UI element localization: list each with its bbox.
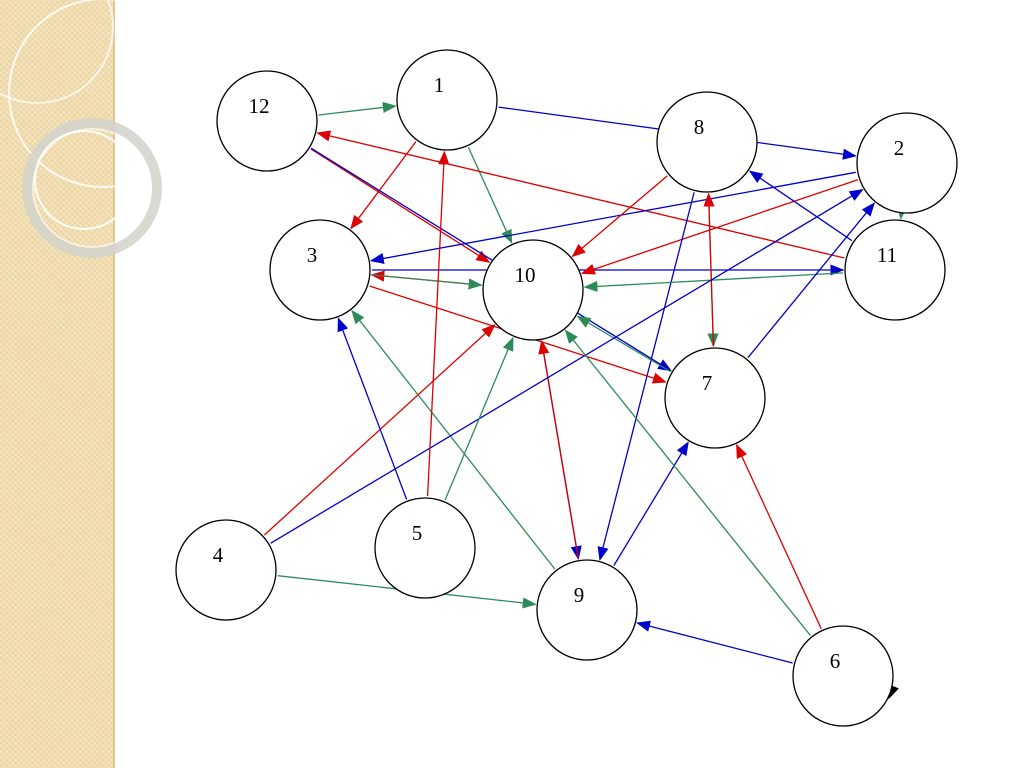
edge-9-to-3 — [351, 309, 556, 570]
node-label-3: 3 — [307, 243, 318, 267]
edge-11-to-8 — [748, 170, 853, 242]
node-label-4: 4 — [213, 543, 224, 567]
edge-5-to-1 — [426, 150, 450, 497]
node-label-1: 1 — [434, 73, 445, 97]
edge-7-to-10 — [576, 315, 671, 373]
node-4: 4 — [175, 519, 277, 621]
edge-2-to-10 — [580, 179, 859, 275]
node-circle-11 — [844, 219, 946, 321]
node-11: 11 — [844, 219, 946, 321]
node-label-11: 11 — [877, 243, 897, 267]
node-2: 2 — [856, 112, 958, 214]
edge-5-to-3 — [337, 317, 408, 500]
node-circle-4 — [175, 519, 277, 621]
node-circle-6 — [792, 625, 894, 727]
node-circle-3 — [269, 219, 371, 321]
edge-12-to-1 — [318, 101, 397, 116]
node-circle-10 — [482, 239, 584, 341]
node-9: 9 — [536, 559, 638, 661]
node-8: 8 — [656, 91, 758, 193]
node-label-5: 5 — [412, 521, 423, 545]
edge-2-to-3 — [369, 171, 856, 264]
edge-4-to-2 — [270, 188, 864, 544]
edge-1-to-10 — [467, 147, 513, 244]
edge-5-to-10 — [444, 336, 514, 501]
edge-11-to-10 — [583, 272, 844, 292]
edge-12-to-10 — [310, 148, 491, 263]
decorative-ring — [22, 118, 162, 258]
edge-1-to-3 — [350, 141, 417, 230]
edges-layer — [263, 101, 908, 700]
node-10: 10 — [482, 239, 584, 341]
node-circle-1 — [396, 49, 498, 151]
edge-4-to-10 — [263, 324, 496, 536]
node-3: 3 — [269, 219, 371, 321]
node-5: 5 — [374, 497, 476, 599]
node-circle-5 — [374, 497, 476, 599]
node-7: 7 — [664, 347, 766, 449]
edge-9-to-10 — [538, 339, 579, 559]
node-label-10: 10 — [515, 263, 536, 287]
node-label-7: 7 — [702, 371, 713, 395]
edge-6-to-9 — [636, 620, 793, 664]
node-6: 6 — [792, 625, 894, 727]
node-label-9: 9 — [574, 583, 585, 607]
node-label-2: 2 — [894, 136, 905, 160]
edge-7-to-2 — [747, 202, 875, 359]
node-circle-2 — [856, 112, 958, 214]
edge-11-to-12 — [316, 130, 845, 259]
node-circle-8 — [656, 91, 758, 193]
node-circle-7 — [664, 347, 766, 449]
edge-6-to-10 — [564, 329, 811, 636]
node-label-6: 6 — [830, 649, 841, 673]
edge-3-to-10 — [371, 274, 483, 290]
node-label-12: 12 — [249, 94, 270, 118]
node-1: 1 — [396, 49, 498, 151]
node-label-8: 8 — [694, 115, 705, 139]
edge-8-to-10 — [571, 175, 668, 258]
edge-6-to-7 — [736, 443, 822, 630]
edge-7-to-8 — [703, 192, 715, 347]
node-circle-9 — [536, 559, 638, 661]
decorative-ring — [34, 130, 134, 230]
edge-9-to-7 — [613, 441, 689, 566]
edge-12-to-7 — [310, 147, 672, 372]
node-circle-12 — [216, 70, 318, 172]
node-12: 12 — [216, 70, 318, 172]
